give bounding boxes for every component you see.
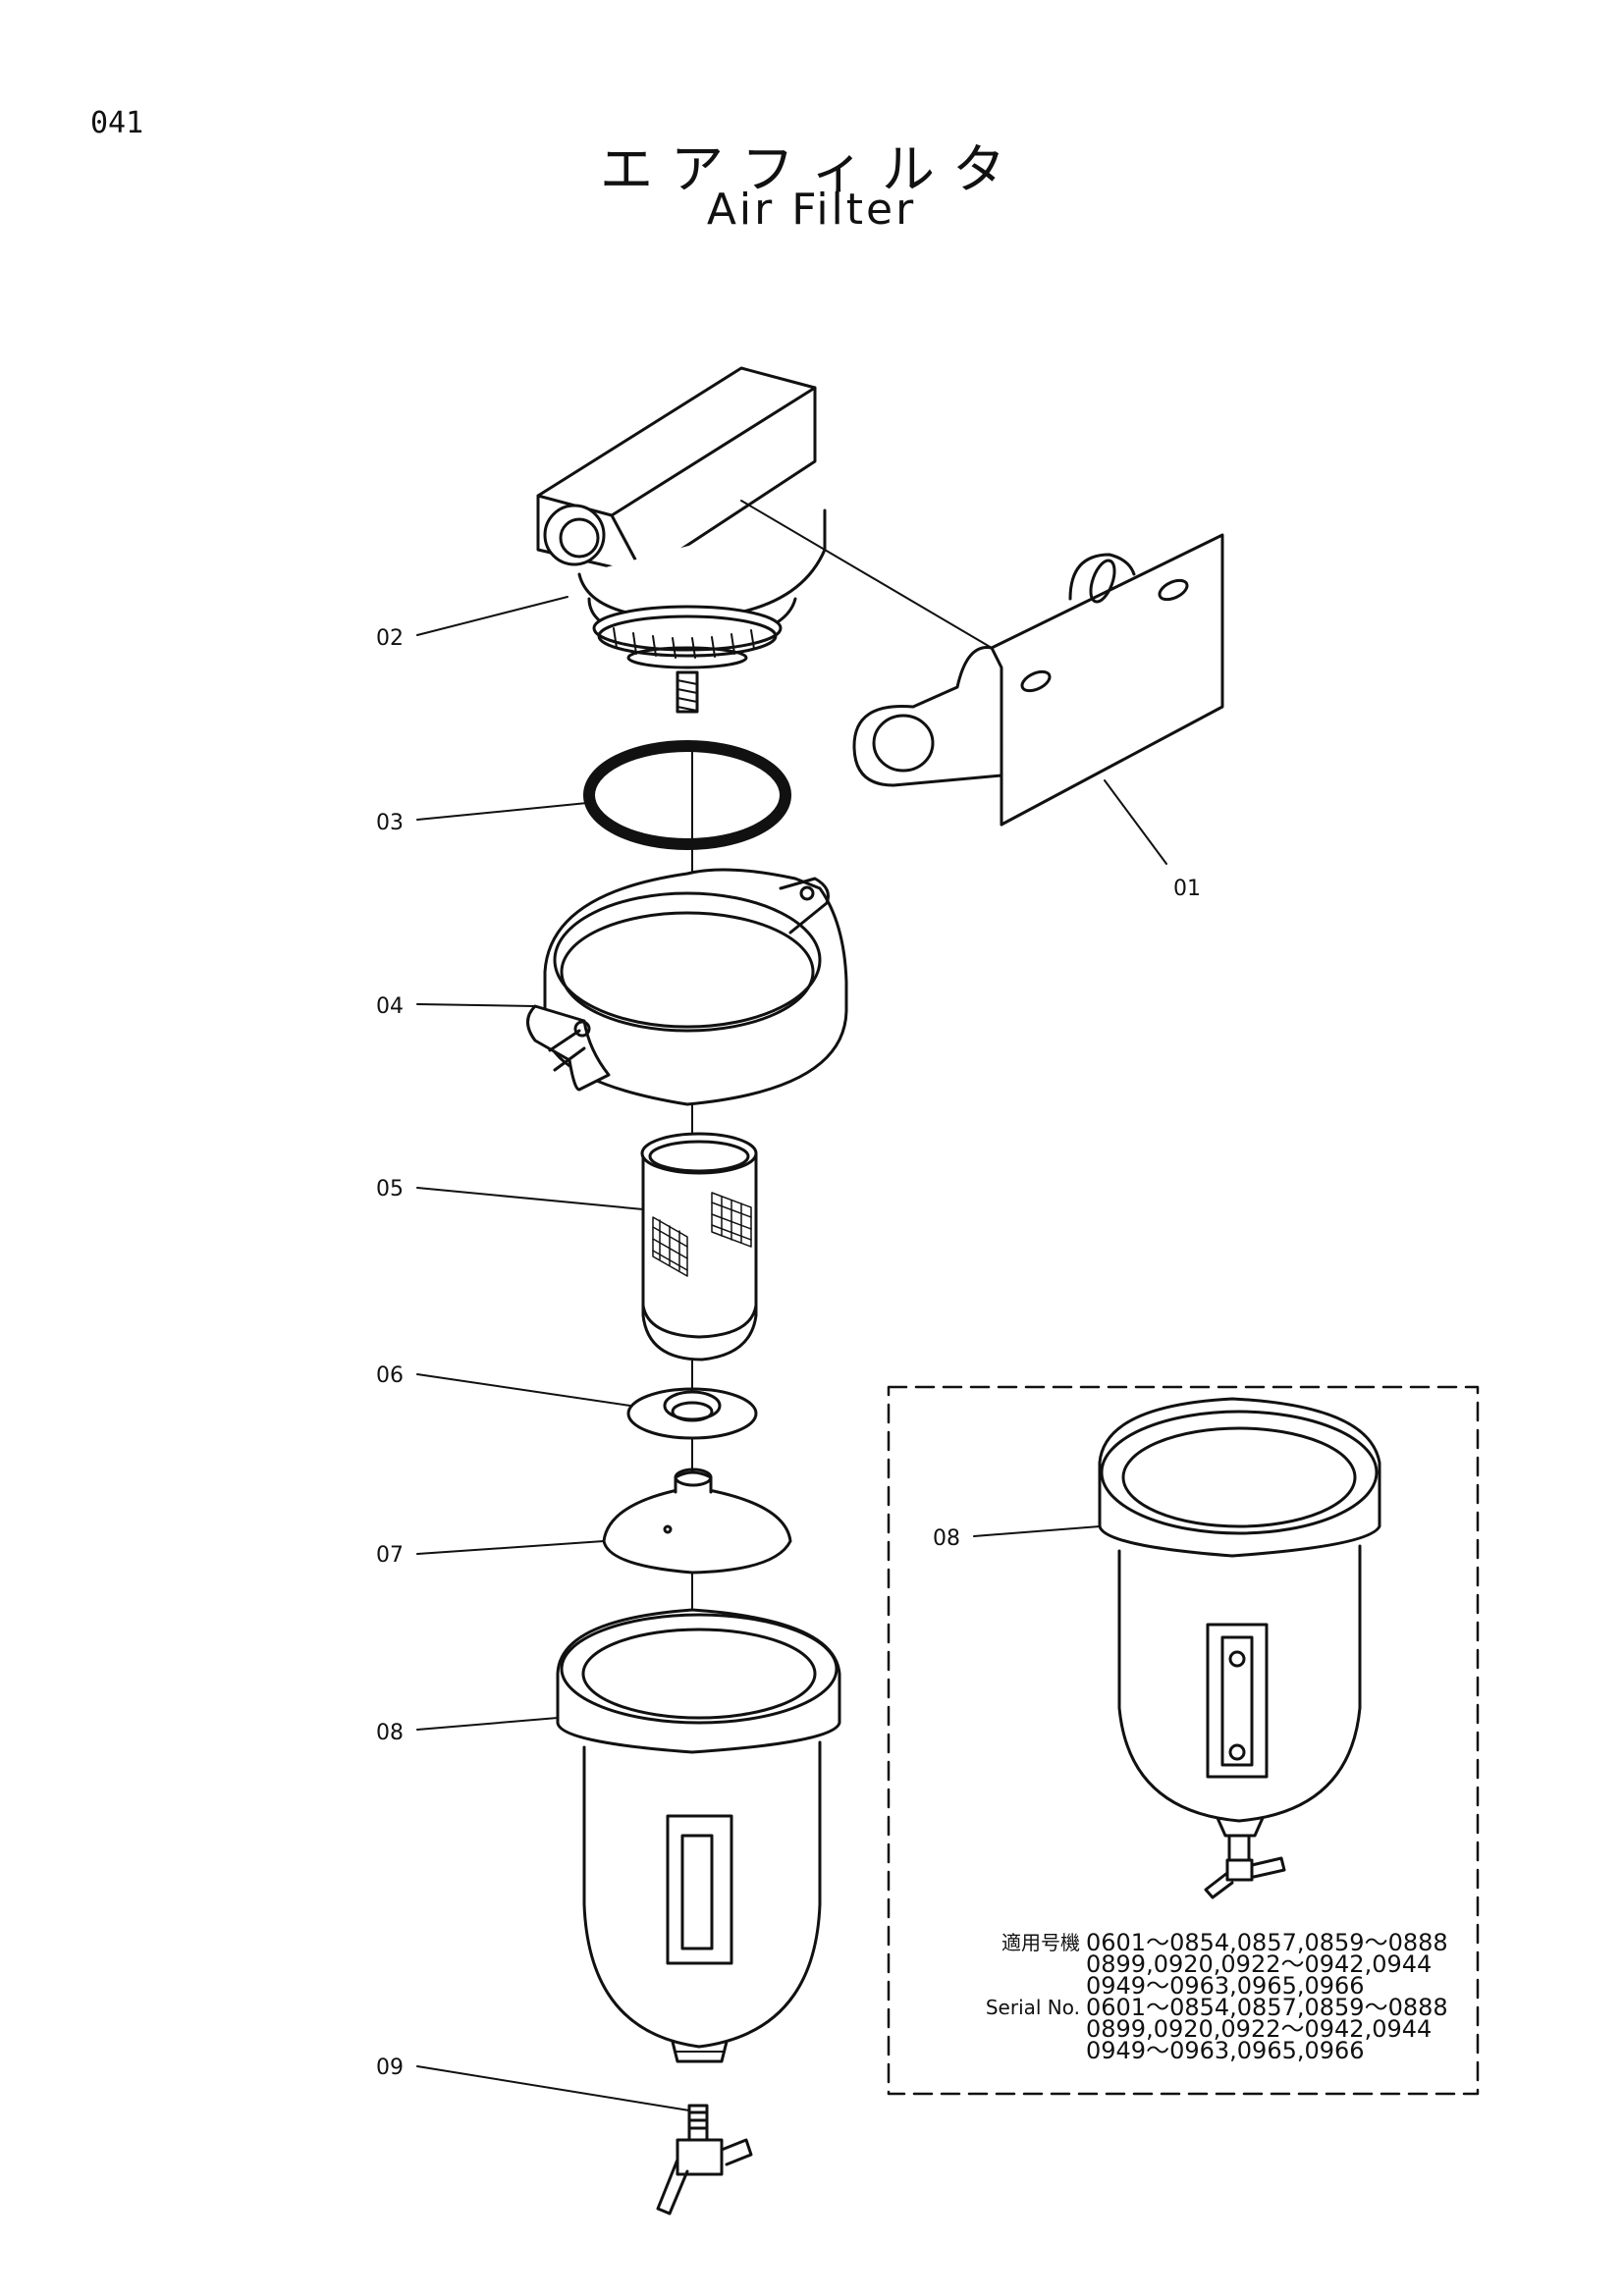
leader-lines [416, 596, 1167, 2111]
serial-label: 適用号機 [1001, 1931, 1080, 1954]
callout-02: 02 [376, 626, 404, 651]
drain-cock [656, 2104, 753, 2216]
mounting-bracket [852, 533, 1224, 827]
inset-callout-08: 08 [933, 1526, 960, 1551]
inset-bowl [1098, 1397, 1381, 1899]
serial-row: 0949～0963,0965,0966 [947, 2037, 1448, 2064]
serial-label: Serial No. [985, 1996, 1080, 2019]
serial-label [947, 2018, 1086, 2040]
inset-frame [887, 1385, 1480, 2096]
serial-row: Serial No. 0601～0854,0857,0859～0888 [947, 1994, 1448, 2021]
callout-03: 03 [376, 811, 404, 835]
serial-row: 0899,0920,0922～0942,0944 [947, 1950, 1448, 1978]
callout-06: 06 [376, 1363, 404, 1388]
callout-01: 01 [1173, 877, 1201, 901]
serial-value: 0949～0963,0965,0966 [1086, 2037, 1365, 2064]
callout-07: 07 [376, 1543, 404, 1568]
filter-bowl [556, 1608, 841, 2063]
serial-value: 0899,0920,0922～0942,0944 [1086, 2015, 1433, 2043]
serial-value: 0949～0963,0965,0966 [1086, 1972, 1365, 2000]
serial-label [947, 1953, 1086, 1975]
serial-row: 0949～0963,0965,0966 [947, 1972, 1448, 2000]
baffle-disc [626, 1387, 758, 1440]
deflector-plate [602, 1468, 792, 1575]
serial-row: 適用号機 0601～0854,0857,0859～0888 [947, 1929, 1448, 1956]
callout-05: 05 [376, 1177, 404, 1201]
filter-element [640, 1132, 758, 1362]
serial-value: 0899,0920,0922～0942,0944 [1086, 1950, 1433, 1978]
serial-label [947, 2040, 1086, 2061]
title-japanese: エアフィルタ [600, 138, 1023, 200]
title-english: Air Filter [706, 185, 917, 235]
filter-head [536, 366, 993, 714]
serial-applicability-table: 適用号機 0601～0854,0857,0859～0888 0899,0920,… [947, 1929, 1448, 2064]
serial-value: 0601～0854,0857,0859～0888 [1086, 1994, 1448, 2021]
page-number: 041 [90, 106, 144, 140]
serial-label [947, 1975, 1086, 1997]
callout-04: 04 [376, 994, 404, 1019]
o-ring [583, 740, 791, 850]
serial-row: 0899,0920,0922～0942,0944 [947, 2015, 1448, 2043]
callout-09: 09 [376, 2056, 404, 2080]
serial-value: 0601～0854,0857,0859～0888 [1086, 1929, 1448, 1956]
clamp-ring [526, 868, 848, 1106]
callout-08: 08 [376, 1721, 404, 1745]
